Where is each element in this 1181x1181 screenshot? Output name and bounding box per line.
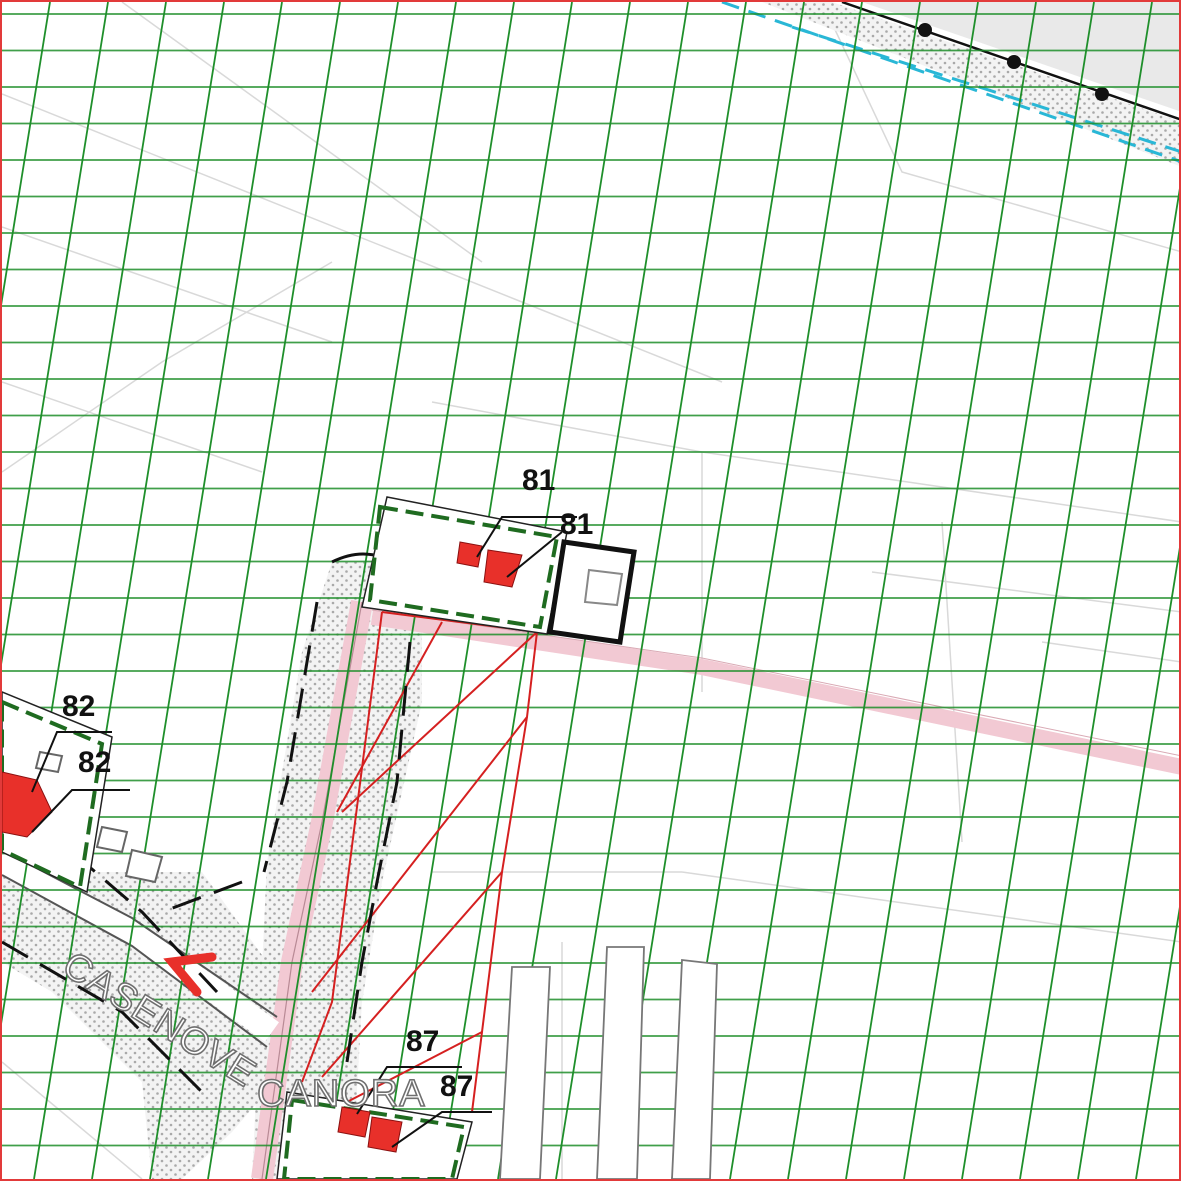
hatch-line-diagonal <box>207 2 399 1179</box>
hatch-line-diagonal <box>961 2 1153 1179</box>
parcel-81[interactable] <box>361 496 637 645</box>
hatch-line-diagonal <box>2 2 51 305</box>
red-triangulation <box>301 611 538 1113</box>
parcel-82[interactable] <box>2 691 164 894</box>
parcel-81-upper-label: 81 <box>522 464 555 497</box>
parcel-81-lower-label: 81 <box>560 508 593 541</box>
grey-buildings <box>499 946 718 1179</box>
parcel-82-lower-label: 82 <box>78 746 111 779</box>
hatch-line-diagonal <box>729 2 921 1179</box>
survey-point-icon <box>1007 55 1021 69</box>
direction-arrow-icon <box>163 952 217 997</box>
hatch-line-diagonal <box>1077 547 1179 1179</box>
hatch-line-diagonal <box>555 2 747 1179</box>
hatch-line-diagonal <box>91 2 283 1179</box>
hatch-line-diagonal <box>33 2 225 1179</box>
hatch-line-diagonal <box>845 2 1037 1179</box>
hatch-line-diagonal <box>2 2 167 1024</box>
road-label-canora: CANORA <box>257 1073 426 1115</box>
parcel-82-upper-label: 82 <box>62 690 95 723</box>
building-81 <box>456 541 523 588</box>
outbuilding-81 <box>547 539 637 645</box>
survey-point-icon <box>1095 87 1109 101</box>
hatch-line-diagonal <box>1135 906 1179 1179</box>
survey-point-icon <box>918 23 932 37</box>
hatch-line-diagonal <box>149 2 341 1179</box>
hatch-line-diagonal <box>903 2 1095 1179</box>
hatch-line-diagonal <box>787 2 979 1179</box>
hatch-line-diagonal <box>613 2 805 1179</box>
parcel-87-upper-label: 87 <box>406 1025 439 1058</box>
parcel-87[interactable] <box>276 1066 492 1179</box>
waterway-strip <box>721 2 1179 166</box>
building-87 <box>337 1106 403 1153</box>
hatch-line-diagonal <box>2 2 109 665</box>
parcel-87-lower-label: 87 <box>440 1070 473 1103</box>
hatch-line-diagonal <box>1019 188 1179 1179</box>
dashed-boundaries <box>2 601 412 1094</box>
hatch-line-diagonal <box>265 2 457 1179</box>
